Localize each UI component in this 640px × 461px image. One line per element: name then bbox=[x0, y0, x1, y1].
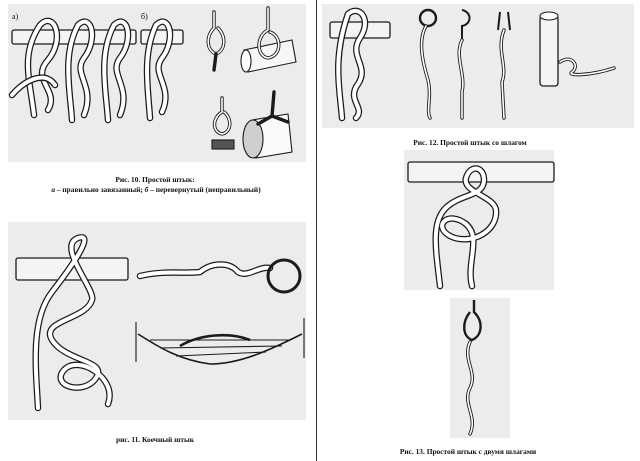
fig12-post-knot bbox=[539, 11, 616, 87]
fig12-shackle-knot bbox=[497, 11, 511, 120]
fig11-caption: рис. 11. Коечный штык bbox=[115, 435, 194, 444]
fig13-knot-main bbox=[432, 165, 500, 290]
fig12-hook-knot bbox=[457, 9, 471, 120]
fig10-log-knot bbox=[240, 6, 297, 73]
fig10-caption-b-text: – перевернутый (неправильный) bbox=[148, 185, 261, 194]
fig10-label-a: а) bbox=[12, 12, 19, 21]
column-divider bbox=[316, 0, 317, 461]
fig10-knot-a3 bbox=[101, 18, 132, 124]
fig10-caption-a-letter: а bbox=[51, 185, 56, 194]
fig11-knot bbox=[32, 234, 113, 412]
fig11-hammock bbox=[135, 318, 305, 365]
fig10-ring-knot bbox=[211, 96, 235, 150]
fig13-caption: Рис. 13. Простой штык с двумя шлагами bbox=[399, 447, 537, 456]
fig10-caption-legend: а – правильно завязанный; б – перевернут… bbox=[6, 185, 306, 194]
fig12-ring-knot bbox=[418, 8, 438, 120]
fig10-caption-a-text: – правильно завязанный; bbox=[55, 185, 145, 194]
fig10-knot-a1 bbox=[8, 17, 61, 119]
fig13-hook-knot bbox=[463, 300, 482, 436]
fig10-hook-knot bbox=[206, 10, 226, 72]
fig10-knot-b bbox=[143, 18, 174, 122]
fig10-label-b: б) bbox=[141, 12, 148, 21]
fig10-barrel bbox=[242, 90, 293, 159]
fig12-knot-main bbox=[334, 7, 369, 122]
fig10-caption-title: Рис. 10. Простой штык: bbox=[115, 175, 195, 184]
fig10-knot-a2 bbox=[65, 18, 96, 124]
fig10-caption-b-letter: б bbox=[144, 185, 149, 194]
fig11-ring-knot bbox=[136, 258, 302, 294]
fig12-caption: Рис. 12. Простой штык со шлагом bbox=[413, 138, 527, 147]
